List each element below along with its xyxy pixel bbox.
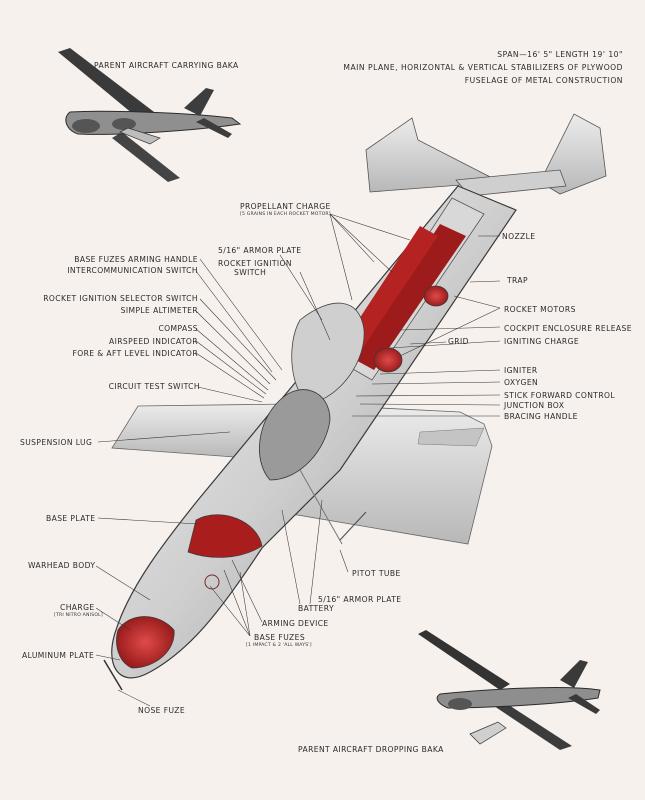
label-suspension-lug: SUSPENSION LUG xyxy=(20,438,93,447)
label-junction-box: JUNCTION BOX xyxy=(504,401,565,410)
spec-fuselage: FUSELAGE OF METAL CONSTRUCTION xyxy=(464,76,623,85)
label-rocket-ignition: ROCKET IGNITION xyxy=(218,259,292,268)
label-trap: TRAP xyxy=(507,276,528,285)
parent-aircraft-carrying xyxy=(58,48,242,182)
note-base-fuzes: [1 IMPACT & 2 'ALL WAYS'] xyxy=(246,643,312,648)
label-intercommunication-switch: INTERCOMMUNICATION SWITCH xyxy=(67,266,198,275)
label-base-plate: BASE PLATE xyxy=(46,514,96,523)
spec-materials: MAIN PLANE, HORIZONTAL & VERTICAL STABIL… xyxy=(343,63,623,72)
label-nose-fuze: NOSE FUZE xyxy=(138,706,186,715)
label-igniter: IGNITER xyxy=(504,366,538,375)
spec-dimensions: SPAN—16' 5" LENGTH 19' 10" xyxy=(497,50,623,59)
label-grid: GRID xyxy=(448,337,469,346)
label-armor-plate-bottom: 5/16" ARMOR PLATE xyxy=(318,595,402,604)
label-warhead-body: WARHEAD BODY xyxy=(28,561,96,570)
label-rocket-ignition-selector: ROCKET IGNITION SELECTOR SWITCH xyxy=(43,294,198,303)
fuselage xyxy=(103,185,517,691)
label-fore-aft-level: FORE & AFT LEVEL INDICATOR xyxy=(72,349,198,358)
parent-aircraft-dropping xyxy=(418,630,601,750)
spec-block: SPAN—16' 5" LENGTH 19' 10" MAIN PLANE, H… xyxy=(343,48,623,87)
label-airspeed-indicator: AIRSPEED INDICATOR xyxy=(109,337,198,346)
label-propellant-charge: PROPELLANT CHARGE xyxy=(240,202,331,211)
label-simple-altimeter: SIMPLE ALTIMETER xyxy=(120,306,198,315)
label-battery: BATTERY xyxy=(298,604,334,613)
label-base-fuzes: BASE FUZES xyxy=(254,633,306,642)
label-rocket-motors: ROCKET MOTORS xyxy=(504,305,576,314)
note-charge: [TRI NITRO ANISOL] xyxy=(54,613,103,618)
label-stick-forward-control: STICK FORWARD CONTROL xyxy=(504,391,616,400)
label-rocket-ignition-switch: SWITCH xyxy=(234,268,267,277)
label-oxygen: OXYGEN xyxy=(504,378,539,387)
label-igniting-charge: IGNITING CHARGE xyxy=(504,337,580,346)
label-bracing-handle: BRACING HANDLE xyxy=(504,412,578,421)
label-circuit-test-switch: CIRCUIT TEST SWITCH xyxy=(108,382,200,391)
label-compass: COMPASS xyxy=(158,324,198,333)
caption-parent-carrying: PARENT AIRCRAFT CARRYING BAKA xyxy=(94,61,239,70)
label-base-fuzes-arming-handle: BASE FUZES ARMING HANDLE xyxy=(74,255,198,264)
note-propellant-charge: [5 GRAINS IN EACH ROCKET MOTOR] xyxy=(240,212,331,217)
label-nozzle: NOZZLE xyxy=(502,232,536,241)
label-pitot-tube: PITOT TUBE xyxy=(352,569,401,578)
label-cockpit-enclosure-release: COCKPIT ENCLOSURE RELEASE xyxy=(504,324,632,333)
tail-stabilizer xyxy=(365,113,607,197)
caption-parent-dropping: PARENT AIRCRAFT DROPPING BAKA xyxy=(298,745,444,754)
label-armor-plate-top: 5/16" ARMOR PLATE xyxy=(218,246,302,255)
leader-lines xyxy=(95,213,501,707)
label-arming-device: ARMING DEVICE xyxy=(262,619,329,628)
label-aluminum-plate: ALUMINUM PLATE xyxy=(22,651,95,660)
label-charge: CHARGE xyxy=(60,603,95,612)
